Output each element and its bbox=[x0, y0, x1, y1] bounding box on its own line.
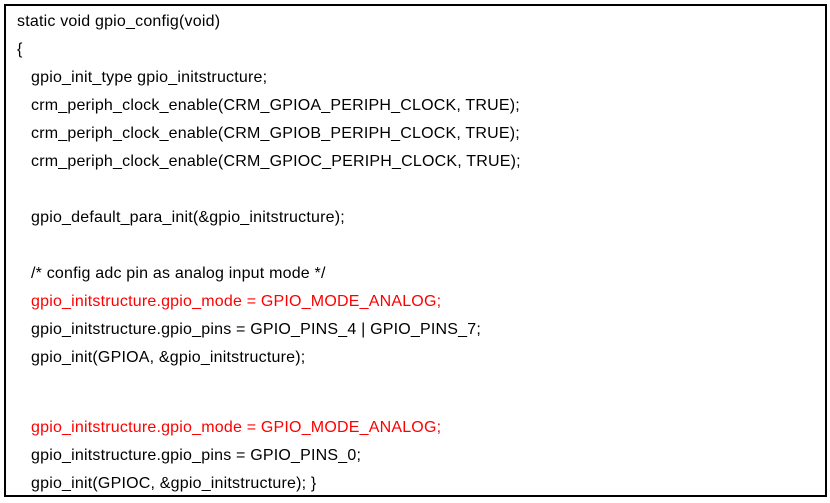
code-snippet-frame: static void gpio_config(void) { gpio_init_… bbox=[4, 4, 827, 497]
code-block: static void gpio_config(void) { gpio_init_… bbox=[6, 6, 825, 495]
code-line: gpio_initstructure.gpio_pins = GPIO_PINS… bbox=[31, 321, 482, 338]
code-line: gpio_default_para_init(&gpio_initstructu… bbox=[31, 209, 345, 226]
code-line-blank bbox=[17, 372, 825, 414]
code-line: gpio_initstructure.gpio_mode = GPIO_MODE… bbox=[31, 419, 442, 436]
code-line: crm_periph_clock_enable(CRM_GPIOA_PERIPH… bbox=[31, 97, 520, 114]
code-line: static void gpio_config(void) bbox=[17, 13, 221, 30]
code-line: gpio_initstructure.gpio_pins = GPIO_PINS… bbox=[31, 447, 362, 464]
code-line: gpio_init(GPIOA, &gpio_initstructure); bbox=[31, 349, 306, 366]
code-line: gpio_init_type gpio_initstructure; bbox=[31, 69, 268, 86]
code-line: crm_periph_clock_enable(CRM_GPIOC_PERIPH… bbox=[31, 153, 521, 170]
code-line-blank bbox=[17, 176, 825, 204]
code-line-blank bbox=[17, 232, 825, 260]
code-line: gpio_init(GPIOC, &gpio_initstructure); } bbox=[31, 475, 317, 492]
code-line: /* config adc pin as analog input mode *… bbox=[31, 265, 326, 282]
code-line: gpio_initstructure.gpio_mode = GPIO_MODE… bbox=[31, 293, 442, 310]
code-line: crm_periph_clock_enable(CRM_GPIOB_PERIPH… bbox=[31, 125, 520, 142]
code-line: { bbox=[17, 41, 23, 58]
